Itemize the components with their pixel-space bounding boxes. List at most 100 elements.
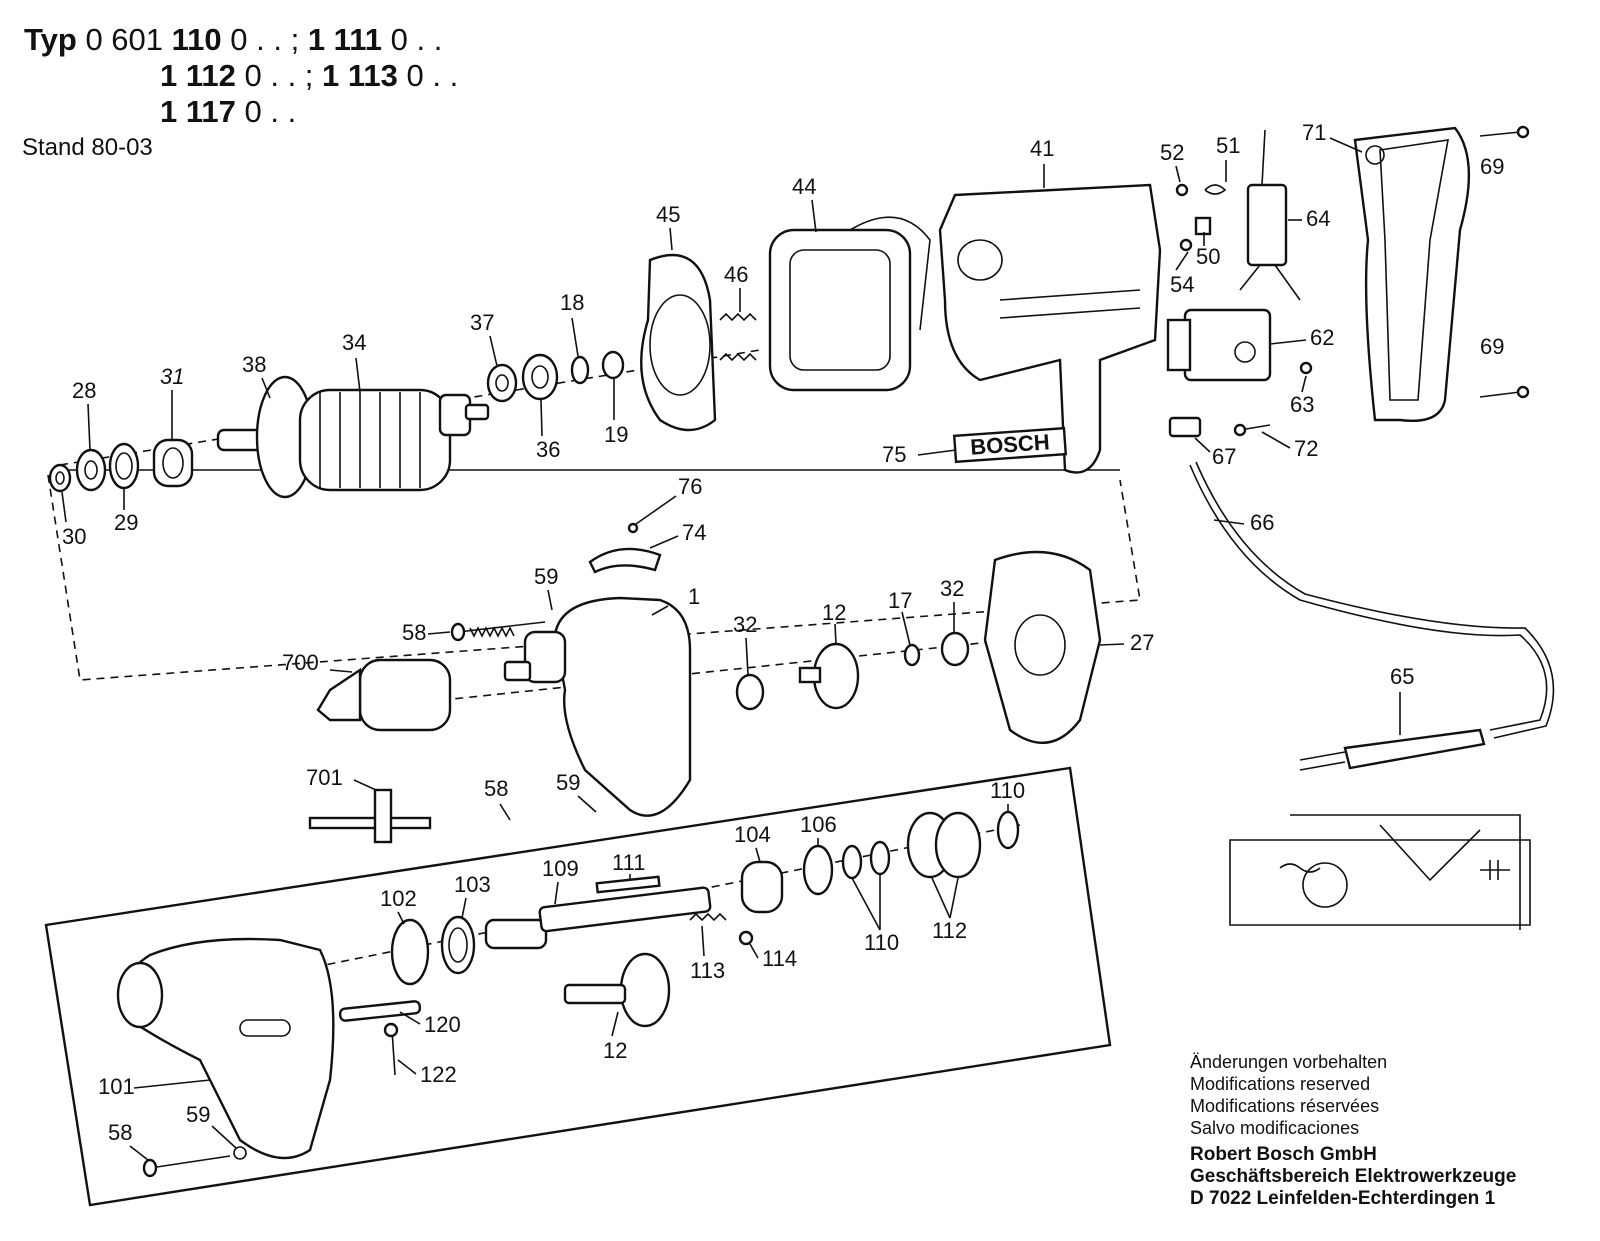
part-label: 50: [1196, 244, 1220, 269]
washer-28: [75, 448, 107, 492]
part-label: 111: [612, 850, 645, 875]
field-coil-44: [768, 216, 931, 392]
part-label: 113: [690, 958, 725, 983]
motor-housing-41: [938, 183, 1162, 474]
company-address: D 7022 Leinfelden-Echterdingen 1: [1190, 1188, 1496, 1209]
part-label: 12: [822, 600, 846, 625]
footer-note: Änderungen vorbehalten: [1190, 1052, 1388, 1072]
type-code: 1 113: [322, 58, 398, 93]
part-label: 101: [98, 1074, 135, 1099]
washer-29: [108, 442, 140, 490]
lever-120: [338, 1000, 422, 1022]
spring-113: [689, 912, 727, 922]
part-label: 12: [603, 1038, 627, 1063]
part-label: 59: [556, 770, 580, 795]
type-suffix: 0 . . ;: [230, 22, 300, 57]
type-line-2: 1 112 0 . . ; 1 113 0 . .: [160, 58, 458, 94]
part-label: 31: [160, 364, 184, 389]
part-label: 1: [688, 584, 700, 609]
clip-74: [588, 522, 662, 574]
part-label: 63: [1290, 392, 1314, 417]
key-111: [595, 875, 661, 894]
part-label: 701: [306, 765, 343, 790]
gear-12: [563, 952, 671, 1028]
screw-69: [1479, 385, 1530, 399]
bearing-36: [521, 353, 559, 401]
company-name: Robert Bosch GmbH: [1190, 1144, 1377, 1165]
part-label: 67: [1212, 444, 1236, 469]
part-label: 36: [536, 437, 560, 462]
revision-stand: Stand 80-03: [22, 134, 153, 161]
part-label: 58: [402, 620, 426, 645]
part-label: 38: [242, 352, 266, 377]
switch-62: [1166, 308, 1272, 382]
part-label: 114: [762, 946, 797, 971]
part-label: 120: [424, 1012, 461, 1037]
gear-cover-27: [983, 550, 1102, 744]
handle-half-71: [1353, 126, 1471, 422]
brand-plate-text: BOSCH: [969, 429, 1050, 459]
part-label: 30: [62, 524, 86, 549]
spring-46: [719, 312, 757, 362]
bearing-32: [735, 673, 765, 711]
assembly-dashed-outline: [47, 474, 1141, 681]
type-suffix: 0 . .: [406, 58, 459, 93]
wiring-schematic: [1229, 814, 1531, 930]
screw-72: [1233, 423, 1271, 437]
bearing-37: [486, 363, 518, 403]
bearing-31: [152, 438, 194, 488]
part-label: 110: [990, 778, 1025, 803]
power-cable-65: [1189, 461, 1555, 739]
gear-pair-112: [906, 811, 982, 879]
part-label: 122: [420, 1062, 457, 1087]
chuck-700: [316, 658, 452, 732]
part-label: 110: [864, 930, 899, 955]
part-label: 109: [542, 856, 579, 881]
bearing-102: [390, 918, 430, 986]
part-label: 58: [108, 1120, 132, 1145]
part-label: 76: [678, 474, 702, 499]
gear-housing-101: [116, 937, 335, 1160]
cable-clamp-67: [1168, 416, 1202, 438]
part-label: 59: [186, 1102, 210, 1127]
part-label: 700: [282, 650, 319, 675]
part-label: 106: [800, 812, 837, 837]
bearing-32: [940, 631, 970, 667]
part-label: 28: [72, 378, 96, 403]
gear-12: [798, 642, 860, 710]
part-label: 112: [932, 918, 967, 943]
gear-housing-1: [503, 596, 692, 817]
type-code: 1 111: [307, 22, 382, 57]
footer-note: Modifications reserved: [1190, 1074, 1371, 1094]
ring-106: [802, 844, 834, 896]
part-label: 41: [1030, 136, 1054, 161]
part-label: 66: [1250, 510, 1274, 535]
part-label: 103: [454, 872, 491, 897]
type-code: 1 112: [160, 58, 236, 93]
washer-103: [440, 915, 476, 975]
washer-30: [48, 463, 72, 493]
type-code: 110: [171, 22, 222, 57]
screw-58: [450, 621, 546, 642]
washer-59: [233, 1146, 247, 1160]
part-label: 17: [888, 588, 912, 613]
part-label: 34: [342, 330, 366, 355]
type-code: 1 117: [160, 94, 236, 129]
footer-note: Salvo modificaciones: [1190, 1118, 1360, 1138]
ball-114: [738, 930, 754, 946]
part-label: 69: [1480, 334, 1504, 359]
brand-plate-75: BOSCH: [952, 426, 1068, 464]
washer-17: [903, 643, 921, 667]
screw-69: [1479, 125, 1530, 139]
type-prefix: 0 601: [85, 22, 164, 57]
part-label: 102: [380, 886, 417, 911]
part-label: 72: [1294, 436, 1318, 461]
part-label: 59: [534, 564, 558, 589]
part-label: 75: [882, 442, 906, 467]
type-line-3: 1 117 0 . .: [160, 94, 296, 130]
footer-note: Modifications réservées: [1190, 1096, 1380, 1116]
variant-box: [44, 766, 1112, 1207]
part-label: 52: [1160, 140, 1184, 165]
washer-19: [601, 350, 625, 380]
